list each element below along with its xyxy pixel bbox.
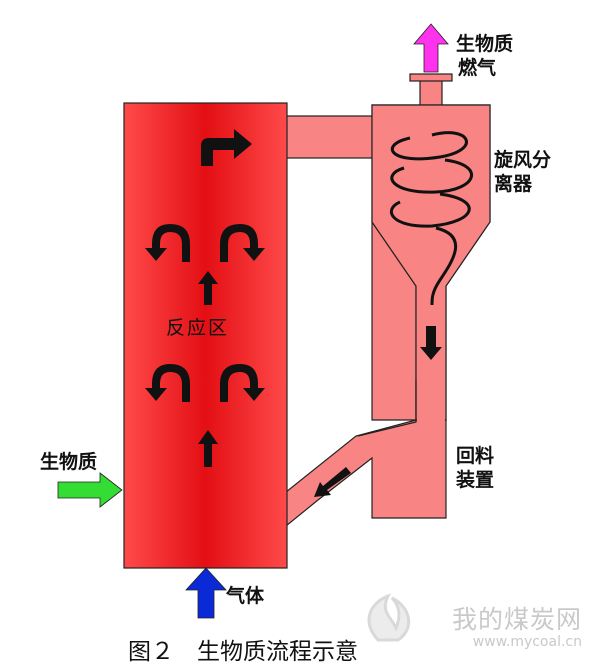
watermark: 我的煤炭网 www.mycoal.cn [452, 600, 582, 650]
biomass-inlet-arrow-icon [57, 472, 123, 508]
down-left-arrow-icon [314, 467, 351, 497]
return-device-label: 回料 装置 [456, 445, 495, 491]
biomass-inlet-label: 生物质 [40, 451, 98, 473]
up-arrow-icon [198, 271, 218, 305]
spiral-flow-icon [389, 131, 473, 306]
watermark-en: www.mycoal.cn [472, 634, 582, 650]
gas-inlet-arrow-icon [185, 567, 227, 619]
connecting-duct [285, 115, 375, 159]
outlet-flange [409, 73, 453, 82]
cyclone-separator-label: 旋风分 离器 [494, 149, 552, 195]
gas-outlet-nozzle [419, 79, 443, 107]
reactor-column [123, 102, 288, 569]
up-arrow-icon [198, 430, 218, 467]
down-arrow-icon [420, 326, 442, 360]
figure-caption: 图２ 生物质流程示意 [128, 639, 358, 665]
gas-outlet-arrow-icon [413, 23, 449, 73]
return-device [285, 380, 447, 528]
reactor-flow-arrows [145, 129, 265, 467]
watermark-cn: 我的煤炭网 [451, 605, 582, 634]
reaction-zone-label: 反应区 [166, 317, 230, 339]
turn-right-arrow-icon [201, 129, 252, 166]
biomass-gas-label: 生物质 燃气 [456, 33, 514, 79]
gas-inlet-label: 气体 [226, 585, 265, 607]
flame-logo-icon [367, 593, 410, 642]
